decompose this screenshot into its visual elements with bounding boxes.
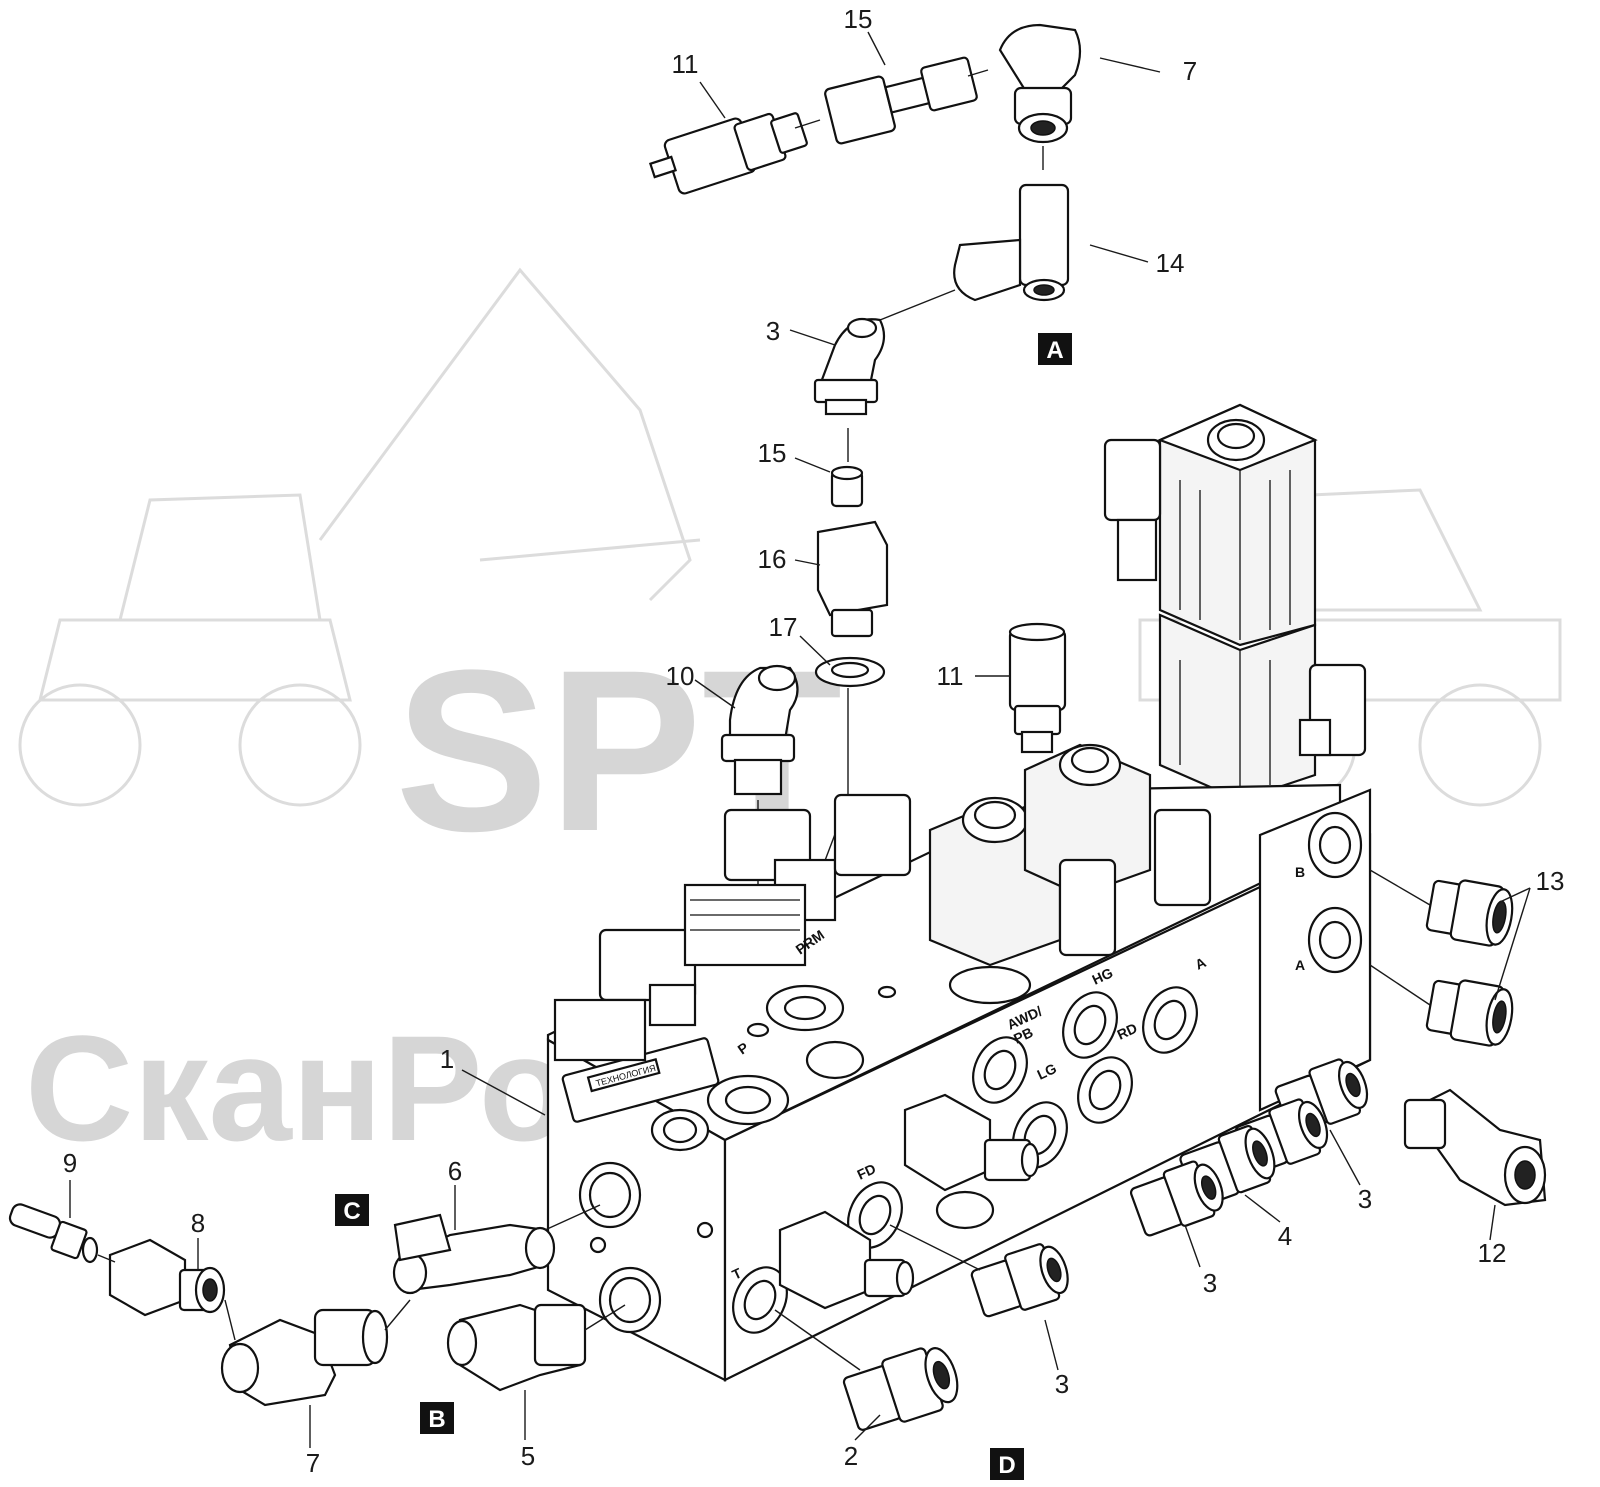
callout-6: 6 xyxy=(448,1156,462,1186)
port-label-a-side: A xyxy=(1295,957,1305,973)
callout-leaders xyxy=(69,31,1531,1448)
part-15-plug-mid xyxy=(830,465,864,508)
part-10-elbow xyxy=(720,664,799,796)
port-label-fd: FD xyxy=(855,1160,879,1182)
callout-10: 10 xyxy=(666,661,695,691)
callout-15-mid: 15 xyxy=(758,438,787,468)
part-14-tee xyxy=(953,183,1070,302)
callout-8: 8 xyxy=(191,1208,205,1238)
solenoid-valve-large xyxy=(1103,403,1367,802)
part-3-and-4-fittings-right xyxy=(1129,1058,1369,1237)
callout-11-top: 11 xyxy=(672,49,699,79)
callout-11-mid: 11 xyxy=(937,661,964,691)
callout-14: 14 xyxy=(1156,248,1185,278)
callout-1: 1 xyxy=(440,1044,454,1074)
callout-7-top: 7 xyxy=(1183,56,1197,86)
assembly-a xyxy=(648,23,1082,462)
svg-text:C: C xyxy=(343,1198,360,1225)
part-7-elbow-bottom xyxy=(220,1308,389,1407)
callout-3-upper: 3 xyxy=(766,316,780,346)
callout-9: 9 xyxy=(63,1148,77,1178)
callout-4: 4 xyxy=(1278,1221,1292,1251)
section-badge-c: C xyxy=(335,1194,369,1226)
part-12-elbow xyxy=(1403,1088,1547,1207)
part-3-elbow-upper xyxy=(813,317,886,416)
part-11-coupler-mid xyxy=(1008,622,1067,754)
callout-5: 5 xyxy=(521,1441,535,1471)
svg-text:B: B xyxy=(428,1406,445,1433)
callout-numbers: 11 15 7 14 3 15 16 17 10 11 13 1 9 8 6 7… xyxy=(63,4,1565,1478)
port-label-rd: RD xyxy=(1115,1020,1140,1043)
port-label-b-side: B xyxy=(1295,864,1305,880)
callout-15-top: 15 xyxy=(844,4,873,34)
port-label-lg: LG xyxy=(1035,1060,1059,1083)
part-3-fittings-center xyxy=(778,1093,1069,1318)
section-badges: A B C D xyxy=(335,333,1072,1480)
part-5-elbow xyxy=(446,1303,587,1392)
section-badge-a: A xyxy=(1038,333,1072,365)
part-15-adapter-top xyxy=(824,56,978,145)
callout-17: 17 xyxy=(769,612,798,642)
callout-13: 13 xyxy=(1536,866,1565,896)
part-2-fitting xyxy=(842,1347,959,1431)
center-stack xyxy=(809,465,889,901)
part-9-test-point xyxy=(8,1203,99,1264)
part-13-adapters xyxy=(1425,879,1514,1047)
svg-text:A: A xyxy=(1046,337,1063,364)
solenoid-valve-small xyxy=(928,743,1212,1005)
part-8-adapter xyxy=(108,1238,226,1317)
part-16-reducer xyxy=(816,520,889,638)
callout-3-fd: 3 xyxy=(1055,1369,1069,1399)
nameplate: ТЕХНОЛОГИЯ xyxy=(561,1037,720,1123)
connector-plugs xyxy=(553,793,912,1062)
callout-12: 12 xyxy=(1478,1238,1507,1268)
callout-7-bottom: 7 xyxy=(306,1448,320,1478)
part-6-tee xyxy=(392,1213,556,1295)
section-badge-d: D xyxy=(990,1448,1024,1480)
section-badge-b: B xyxy=(420,1402,454,1434)
part-17-washer xyxy=(814,656,886,688)
callout-2: 2 xyxy=(844,1441,858,1471)
part-7-elbow-top xyxy=(998,23,1082,144)
part-11-coupler-top xyxy=(648,112,808,195)
callout-16: 16 xyxy=(758,544,787,574)
svg-text:D: D xyxy=(998,1452,1015,1479)
callout-3-center: 3 xyxy=(1203,1268,1217,1298)
callout-3-right: 3 xyxy=(1358,1184,1372,1214)
